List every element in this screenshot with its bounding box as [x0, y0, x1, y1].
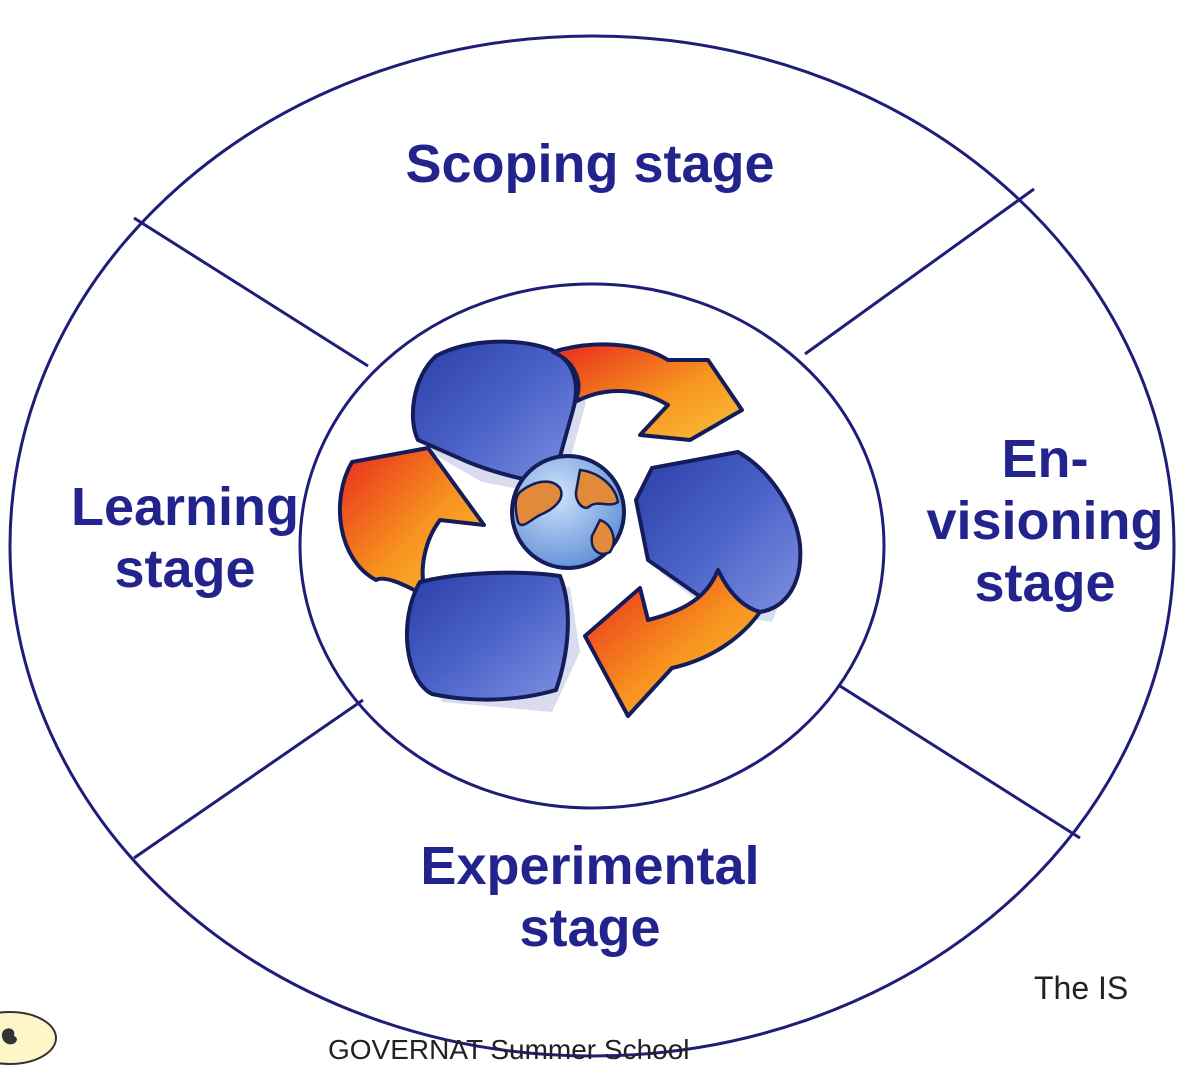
divider-top-left [133, 216, 369, 368]
orange-arrow-left [337, 446, 486, 598]
scoping-stage-line: Scoping stage [405, 134, 775, 194]
experimental-stage-line-2: stage [519, 898, 661, 958]
envisioning-stage-label: En- visioning stage [880, 428, 1184, 614]
footer-school-name: GOVERNAT Summer School [328, 1034, 690, 1065]
divider-bottom-left [133, 698, 364, 860]
footer-partial-text: The IS [1034, 970, 1129, 1006]
blue-panel-top [410, 339, 578, 488]
learning-stage-label: Learning stage [10, 476, 360, 600]
experimental-stage-line-1: Experimental [420, 836, 760, 896]
learning-stage-line-1: Learning [70, 477, 300, 537]
experimental-stage-label: Experimental stage [330, 835, 850, 959]
logo-icon [0, 1011, 57, 1065]
recycle-globe-icon [337, 339, 803, 718]
envisioning-stage-line-2: visioning [926, 491, 1164, 551]
divider-bottom-right [839, 684, 1081, 840]
orange-arrow-top [551, 342, 744, 442]
globe-land [514, 468, 620, 555]
envisioning-stage-line-1: En- [1001, 429, 1089, 489]
blue-panel-bottom [404, 570, 570, 702]
learning-stage-line-2: stage [114, 539, 256, 599]
orange-arrow-right [583, 568, 762, 718]
envisioning-stage-line-3: stage [974, 553, 1116, 613]
divider-top-right [804, 187, 1035, 356]
scoping-stage-label: Scoping stage [330, 133, 850, 195]
